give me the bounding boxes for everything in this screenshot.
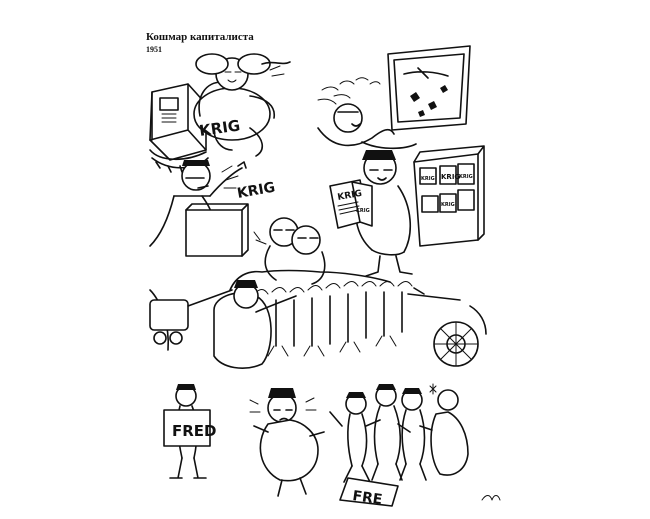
torn-fred-sign-text: FRE bbox=[351, 488, 383, 508]
krig-machine-label: KRIG bbox=[198, 116, 241, 140]
panel-krig-machine: KRIG bbox=[149, 53, 291, 173]
page-year: 1951 bbox=[146, 45, 162, 54]
kiosk-poster-2: KRIG bbox=[441, 173, 460, 181]
krig-shout-label: KRIG bbox=[236, 180, 277, 202]
newspaper-small-headline: KRIG bbox=[356, 208, 370, 214]
fred-placard-text: FRED bbox=[172, 422, 217, 440]
kiosk-poster-1: KRIG bbox=[421, 176, 435, 182]
panel-fred-placard: FRED bbox=[163, 384, 217, 479]
panel-newspaper-kiosk: KRIG KRIG KRIG KRIG KRIG KRIG bbox=[329, 145, 485, 277]
kiosk-poster-4: KRIG bbox=[441, 202, 455, 208]
page-title: Кошмар капиталиста bbox=[146, 31, 254, 43]
panel-cinema-screen bbox=[317, 45, 471, 150]
panel-soldier-fight: FRE bbox=[329, 383, 501, 508]
panel-orator: KRIG bbox=[149, 160, 277, 257]
panel-startled-man bbox=[249, 388, 325, 497]
panel-whisperers bbox=[253, 217, 326, 285]
kiosk-poster-3: KRIG bbox=[459, 174, 473, 180]
panel-marching-soldiers bbox=[149, 269, 487, 369]
newspaper-headline: KRIG bbox=[337, 189, 363, 203]
